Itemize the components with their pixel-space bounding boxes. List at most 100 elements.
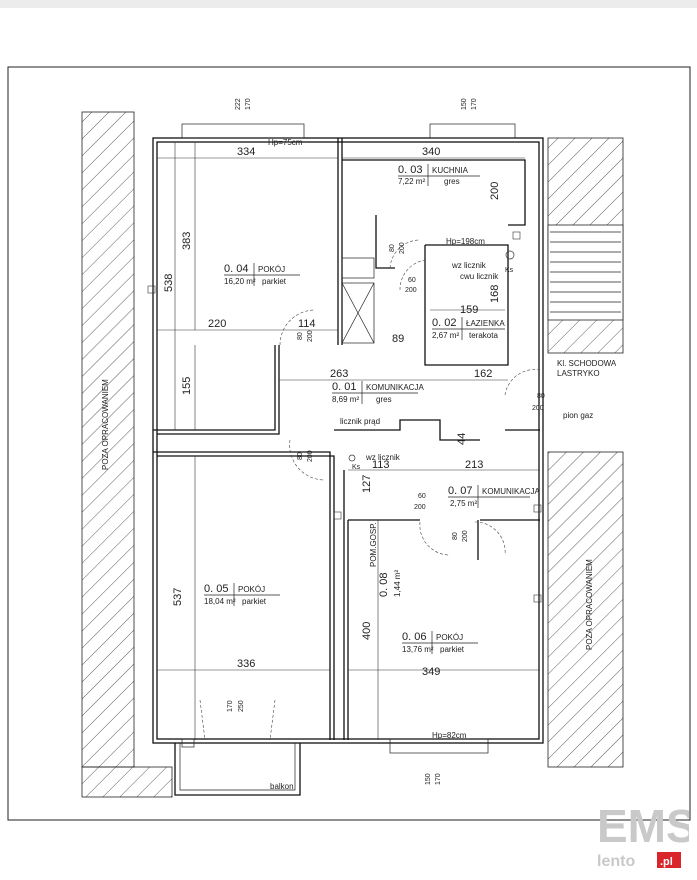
dim-top-window-left-a: 222 [235, 98, 242, 110]
note-ks-top: Ks [505, 267, 514, 274]
dim-60-b: 60 [418, 493, 426, 500]
markers [147, 231, 542, 603]
dim-162: 162 [474, 368, 492, 380]
note-lastryko: LASTRYKO [557, 369, 600, 378]
svg-text:gres: gres [444, 177, 460, 186]
dim-537: 537 [172, 588, 184, 606]
svg-text:0. 02: 0. 02 [432, 317, 456, 329]
dim-200-kitchen: 200 [489, 182, 501, 200]
svg-text:terakota: terakota [469, 331, 498, 340]
note-balkon: balkon [270, 782, 294, 791]
dim-114: 114 [298, 318, 316, 330]
walls [152, 123, 544, 796]
dim-250-bottom: 250 [238, 700, 245, 712]
dim-60-a: 60 [408, 277, 416, 284]
svg-text:16,20 m²: 16,20 m² [224, 277, 256, 286]
svg-text:7,22 m²: 7,22 m² [398, 177, 425, 186]
note-ks-mid: Ks [352, 464, 361, 471]
notes: wz licznik cwu licznik Ks licznik prąd w… [101, 261, 617, 791]
svg-text:0. 04: 0. 04 [224, 263, 248, 275]
svg-text:POM.GOSP.: POM.GOSP. [369, 522, 378, 567]
svg-text:1,44 m²: 1,44 m² [393, 570, 402, 597]
svg-text:ŁAZIENKA: ŁAZIENKA [466, 319, 505, 328]
dim-top-window-right-a: 150 [461, 98, 468, 110]
dim-89: 89 [392, 333, 404, 345]
dim-bottom-window-a: 150 [425, 773, 432, 785]
hatch-right-bottom [547, 451, 624, 768]
svg-text:KUCHNIA: KUCHNIA [432, 166, 469, 175]
svg-text:0. 07: 0. 07 [448, 485, 472, 497]
dim-hp-top: Hp=75cm [268, 138, 303, 147]
top-strip [0, 0, 697, 8]
watermark-tld: .pl [660, 856, 673, 868]
svg-text:parkiet: parkiet [262, 277, 287, 286]
note-pion-gaz: pion gaz [563, 411, 593, 420]
room-label-0-08: 0. 08 POM.GOSP. 1,44 m² [369, 522, 402, 597]
dim-80-b: 80 [389, 244, 396, 252]
hatch-left [81, 111, 135, 768]
dimension-lines [157, 142, 540, 740]
dim-336: 336 [237, 658, 255, 670]
dim-168: 168 [489, 285, 501, 303]
dim-127: 127 [361, 475, 373, 493]
room-label-0-05: 0. 05 POKÓJ 18,04 m² parkiet [204, 583, 280, 606]
note-poza-right: POZA OPRACOWANIEM [585, 559, 594, 650]
dim-80-c: 80 [537, 393, 545, 400]
dim-hp-82: Hp=82cm [432, 731, 467, 740]
svg-text:parkiet: parkiet [242, 597, 267, 606]
dim-44: 44 [456, 433, 468, 445]
dim-bottom-window-b: 170 [435, 773, 442, 785]
dim-200-b: 200 [399, 242, 406, 254]
svg-text:2,67 m²: 2,67 m² [432, 331, 459, 340]
note-kl-schodowa: Kl. SCHODOWA [557, 359, 617, 368]
room-label-0-03: 0. 03 KUCHNIA 7,22 m² gres [398, 164, 480, 186]
room-label-0-06: 0. 06 POKÓJ 13,76 m² parkiet [402, 631, 478, 654]
dim-200-f: 200 [414, 504, 426, 511]
svg-text:0. 01: 0. 01 [332, 381, 356, 393]
svg-text:0. 03: 0. 03 [398, 164, 422, 176]
svg-text:KOMUNIKACJA: KOMUNIKACJA [366, 383, 424, 392]
dim-200-d: 200 [532, 405, 544, 412]
dim-334: 334 [237, 146, 255, 158]
dim-200-a: 200 [307, 330, 314, 342]
svg-text:2,75 m²: 2,75 m² [450, 499, 477, 508]
dim-383: 383 [181, 232, 193, 250]
dim-400: 400 [361, 622, 373, 640]
dim-hp-198: Hp=198cm [446, 237, 485, 246]
svg-text:13,76 m²: 13,76 m² [402, 645, 434, 654]
door-swings [199, 239, 541, 741]
dim-top-window-left-b: 170 [245, 98, 252, 110]
svg-text:POKÓJ: POKÓJ [258, 265, 285, 274]
dim-170-bottom: 170 [227, 700, 234, 712]
room-label-0-04: 0. 04 POKÓJ 16,20 m² parkiet [224, 263, 300, 286]
note-wz-licznik-mid: wz licznik [365, 453, 401, 462]
dim-538: 538 [163, 274, 175, 292]
dim-80-e: 80 [297, 452, 304, 460]
watermark-site: lento [597, 853, 635, 870]
dim-200-c: 200 [405, 287, 417, 294]
dim-top-window-right-b: 170 [471, 98, 478, 110]
svg-text:gres: gres [376, 395, 392, 404]
svg-text:0. 05: 0. 05 [204, 583, 228, 595]
watermark-brand: EMS [597, 800, 689, 852]
dim-340: 340 [422, 146, 440, 158]
svg-text:0. 08: 0. 08 [378, 573, 390, 597]
dim-200-g: 200 [462, 530, 469, 542]
svg-text:POKÓJ: POKÓJ [436, 633, 463, 642]
svg-text:parkiet: parkiet [440, 645, 465, 654]
room-label-0-02: 0. 02 ŁAZIENKA 2,67 m² terakota [432, 317, 505, 340]
sheet-border [7, 66, 691, 821]
dim-80-f: 80 [452, 532, 459, 540]
svg-text:0. 06: 0. 06 [402, 631, 426, 643]
dim-155: 155 [181, 377, 193, 395]
dim-349: 349 [422, 666, 440, 678]
note-licznik-prad: licznik prąd [340, 417, 380, 426]
room-label-0-07: 0. 07 KOMUNIKACJA 2,75 m² [448, 485, 540, 508]
dim-80-a: 80 [297, 332, 304, 340]
watermark-tld-box [657, 852, 681, 868]
svg-text:POKÓJ: POKÓJ [238, 585, 265, 594]
note-poza-left: POZA OPRACOWANIEM [101, 379, 110, 470]
dim-159: 159 [460, 304, 478, 316]
dim-213: 213 [465, 459, 483, 471]
